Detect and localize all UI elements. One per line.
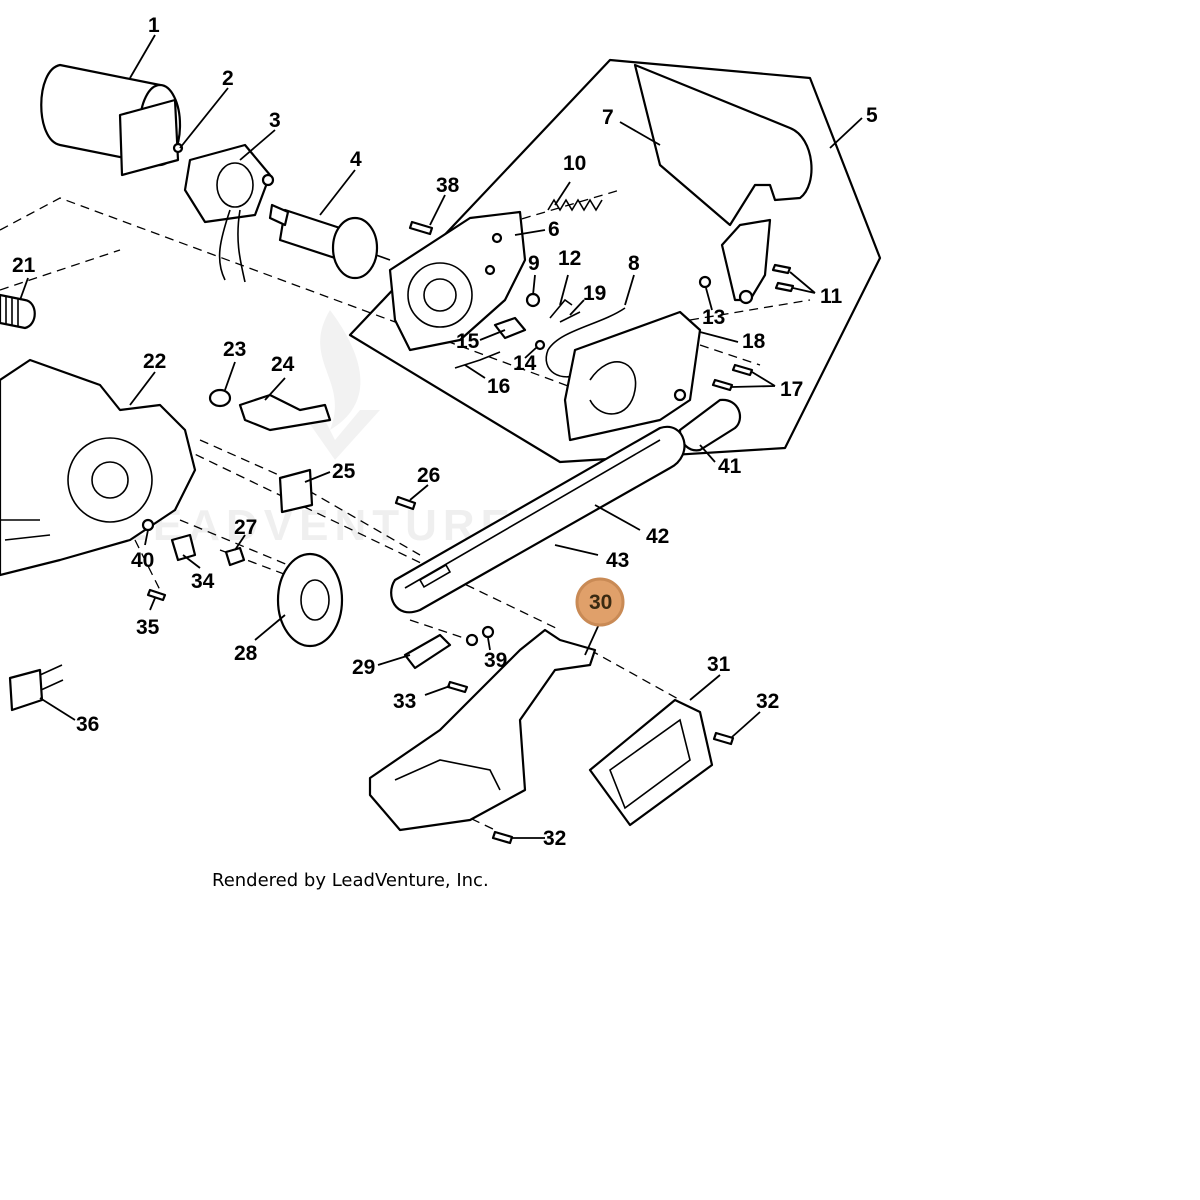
part-35-screw [146, 588, 167, 602]
part-13-washer [698, 275, 712, 289]
callout-2[interactable]: 2 [222, 67, 234, 90]
part-32-screw-b [491, 830, 514, 845]
part-40-washer [141, 518, 155, 532]
part-36-switch [8, 664, 64, 712]
callout-24[interactable]: 24 [271, 353, 295, 376]
part-23-bushing [208, 388, 232, 408]
part-32-screw-a [712, 731, 735, 746]
callout-32[interactable]: 32 [756, 690, 779, 713]
part-3-field-coil [183, 143, 275, 283]
callout-15[interactable]: 15 [456, 330, 480, 353]
part-19-link [559, 311, 581, 323]
callout-11[interactable]: 11 [820, 285, 843, 308]
callout-27[interactable]: 27 [234, 516, 257, 539]
callout-26[interactable]: 26 [417, 464, 440, 487]
callout-8[interactable]: 8 [628, 252, 640, 275]
callout-30[interactable]: 30 [589, 591, 612, 614]
part-42-guide-bar [390, 425, 686, 614]
callout-10[interactable]: 10 [563, 152, 586, 175]
part-6-gear-housing [388, 210, 527, 352]
callout-14[interactable]: 14 [513, 352, 537, 375]
callout-9[interactable]: 9 [528, 252, 540, 275]
callout-32-lower[interactable]: 32 [543, 827, 566, 850]
callout-3[interactable]: 3 [269, 109, 281, 132]
part-39-nut-a [481, 625, 495, 639]
part-18-cover [563, 310, 702, 442]
part-39-nut-b [465, 633, 479, 647]
callout-28[interactable]: 28 [234, 642, 258, 665]
callout-29[interactable]: 29 [352, 656, 375, 679]
callout-23[interactable]: 23 [223, 338, 246, 361]
part-1-motor-can [40, 63, 182, 177]
callout-40[interactable]: 40 [131, 549, 154, 572]
callout-31[interactable]: 31 [707, 653, 731, 676]
callout-18[interactable]: 18 [742, 330, 766, 353]
part-16-wire [454, 351, 501, 369]
part-11-pin-a [771, 263, 792, 275]
part-14-screw [534, 339, 546, 351]
callout-13[interactable]: 13 [702, 306, 725, 329]
part-17-screw-a [731, 363, 754, 377]
callout-6[interactable]: 6 [548, 218, 560, 241]
credit-text: Rendered by LeadVenture, Inc. [212, 870, 489, 891]
callout-42[interactable]: 42 [646, 525, 669, 548]
part-8-wire [545, 307, 626, 378]
watermark: LEADVENTURE [120, 310, 510, 550]
part-9-nut [525, 292, 541, 308]
callout-12[interactable]: 12 [558, 247, 581, 270]
part-31-cover-plate [588, 698, 714, 827]
callout-17[interactable]: 17 [780, 378, 803, 401]
callout-43[interactable]: 43 [606, 549, 629, 572]
callout-4[interactable]: 4 [350, 148, 362, 171]
callout-labels: 1 2 3 4 5 6 7 8 9 10 11 12 13 14 15 16 1… [12, 14, 878, 850]
callout-25[interactable]: 25 [332, 460, 356, 483]
callout-38[interactable]: 38 [436, 174, 460, 197]
part-38-screw [408, 220, 434, 236]
callout-39[interactable]: 39 [484, 649, 507, 672]
part-30-chain-cover [368, 628, 597, 832]
callout-33[interactable]: 33 [393, 690, 416, 713]
callout-16[interactable]: 16 [487, 375, 510, 398]
part-21-grip [0, 293, 36, 330]
callout-35[interactable]: 35 [136, 616, 160, 639]
part-25-switch [278, 468, 314, 514]
part-17-screw-b [711, 378, 734, 392]
part-10-spring [547, 198, 603, 212]
part-34-bearing [170, 533, 197, 562]
callout-1[interactable]: 1 [148, 14, 160, 37]
callout-5[interactable]: 5 [866, 104, 878, 127]
part-33-screw [446, 680, 469, 694]
assembly-outline-5 [348, 58, 882, 464]
part-29-plate [403, 633, 452, 670]
callout-21[interactable]: 21 [12, 254, 36, 277]
callout-7[interactable]: 7 [602, 106, 614, 129]
part-12-pin [549, 298, 573, 319]
leader-lines [19, 34, 863, 839]
part-11-pin-b [774, 281, 795, 293]
part-4-armature [268, 203, 391, 280]
callout-34[interactable]: 34 [191, 570, 215, 593]
callout-41[interactable]: 41 [718, 455, 742, 478]
part-7-front-guard [633, 63, 813, 305]
highlight-marker-30 [575, 577, 625, 627]
part-15-switch [493, 316, 527, 340]
part-28-sprocket [276, 552, 344, 648]
part-24-trigger [238, 393, 332, 432]
part-26-screw [394, 495, 417, 511]
callout-36[interactable]: 36 [76, 713, 99, 736]
part-2-clip [172, 142, 184, 154]
callout-19[interactable]: 19 [583, 282, 606, 305]
callout-22[interactable]: 22 [143, 350, 166, 373]
part-41-tensioner [678, 398, 742, 452]
part-27-spacer [224, 546, 246, 567]
